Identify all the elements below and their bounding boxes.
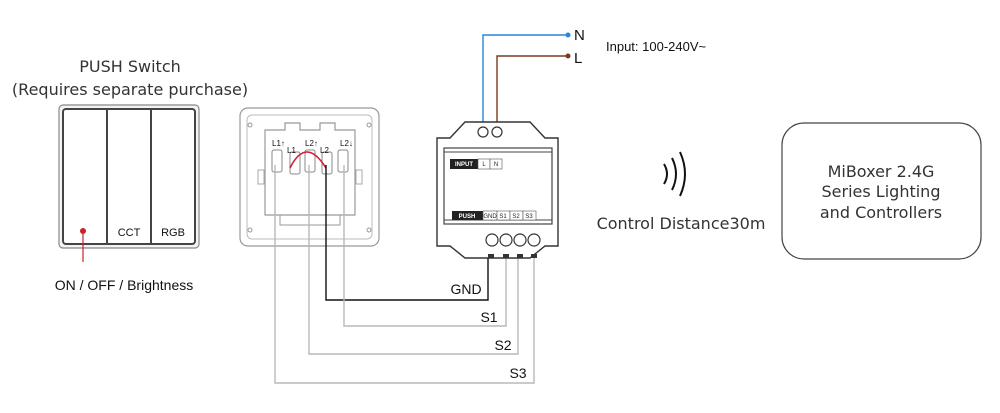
l-terminal-icon — [565, 53, 571, 59]
input-pin-n: N — [494, 162, 498, 168]
push-pin-s3: S3 — [525, 214, 533, 220]
s2-wire — [308, 165, 519, 355]
control-distance: Control Distance30m — [597, 214, 766, 233]
terminal-l1: L1 — [287, 146, 296, 155]
switch-button-cct[interactable]: CCT — [118, 227, 141, 239]
miboxer-target-box — [781, 122, 982, 260]
push-pin-gnd: GND — [483, 214, 497, 220]
input-voltage: Input: 100-240V~ — [606, 39, 707, 54]
gnd-label: GND — [450, 281, 481, 297]
push-pin-s2: S2 — [512, 214, 520, 220]
switch-button-rgb[interactable]: RGB — [161, 227, 185, 239]
controller-module: INPUT L N PUSH GND S1 S2 S3 — [436, 121, 559, 259]
terminal-l2-down: L2↓ — [340, 139, 353, 148]
red-dot-icon — [80, 228, 86, 234]
switch-title: PUSH Switch — [79, 57, 181, 76]
input-pin-l: L — [482, 162, 486, 168]
switch-button-1[interactable] — [80, 228, 86, 234]
n-label: N — [574, 27, 585, 44]
l-wire — [496, 55, 566, 122]
s3-label: S3 — [509, 365, 526, 381]
n-wire — [482, 34, 566, 122]
gnd-wire — [325, 165, 489, 301]
terminal-l2: L2 — [320, 146, 329, 155]
push-tag: PUSH — [459, 214, 476, 220]
jumper-wire — [289, 151, 327, 169]
switch-subtitle: (Requires separate purchase) — [12, 80, 248, 99]
l-label: L — [574, 50, 582, 67]
wireless-signal-icon — [663, 151, 686, 197]
s3-wire — [274, 165, 535, 384]
push-pin-s1: S1 — [499, 214, 507, 220]
s2-label: S2 — [494, 337, 511, 353]
target-line-3: and Controllers — [820, 203, 942, 222]
switch-annotation: ON / OFF / Brightness — [55, 277, 193, 293]
terminal-l1-up: L1↑ — [272, 139, 285, 148]
target-line-2: Series Lighting — [822, 182, 941, 201]
s1-label: S1 — [480, 309, 497, 325]
push-switch: CCT RGB — [58, 104, 200, 249]
s1-wire — [343, 165, 507, 327]
target-line-1: MiBoxer 2.4G — [828, 162, 935, 181]
terminal-l2-up: L2↑ — [305, 139, 318, 148]
n-terminal-icon — [565, 32, 571, 38]
input-tag: INPUT — [455, 162, 473, 168]
